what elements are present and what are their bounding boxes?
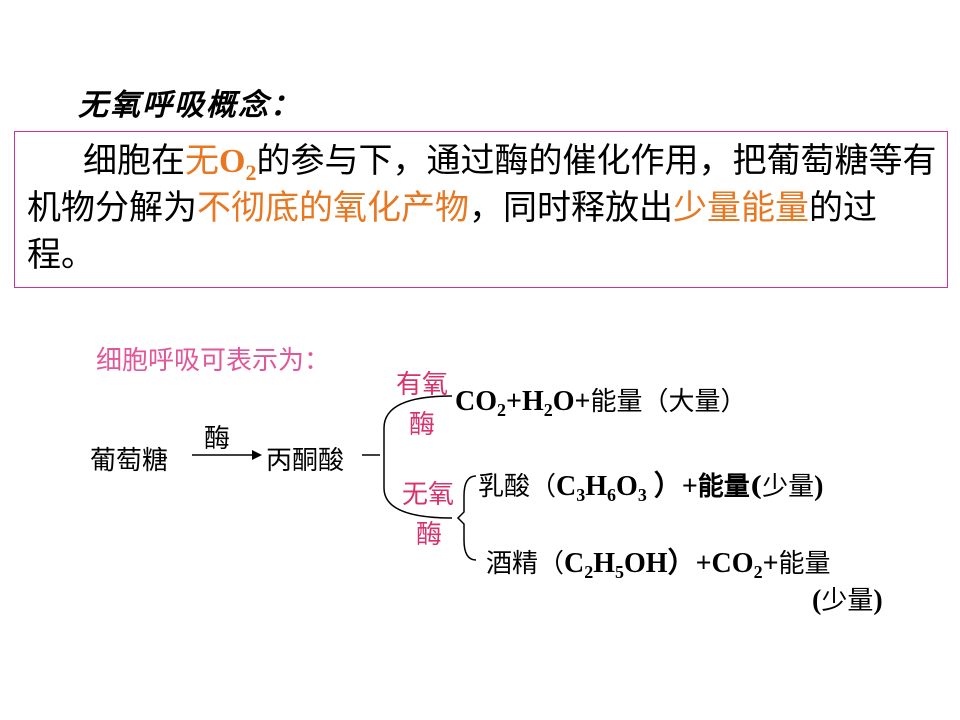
definition-text: 细胞在无O2的参与下，通过酶的催化作用，把葡萄糖等有机物分解为不彻底的氧化产物，… xyxy=(27,141,937,275)
enzyme-label: 酶 xyxy=(204,424,231,454)
anaerobic-enzyme-line2: 酶 xyxy=(416,520,443,550)
concept-title: 无氧呼吸概念： xyxy=(78,88,302,123)
anaerobic-bracket xyxy=(456,475,477,561)
alcohol-product: 酒精（C2H5OH）+CO2+能量 xyxy=(486,548,831,582)
definition-box: 细胞在无O2的参与下，通过酶的催化作用，把葡萄糖等有机物分解为不彻底的氧化产物，… xyxy=(14,131,948,288)
pyruvate-label: 丙酮酸 xyxy=(266,446,345,476)
aerobic-enzyme-line2: 酶 xyxy=(409,410,436,440)
alcohol-energy-amount: (少量) xyxy=(812,585,883,616)
lactic-acid-product: 乳酸（C3H6O3 ）+能量(少量) xyxy=(478,471,824,505)
anaerobic-enzyme-line1: 无氧 xyxy=(402,480,455,510)
aerobic-product: CO2+H2O+能量（大量） xyxy=(455,386,747,420)
glucose-label: 葡萄糖 xyxy=(90,446,169,476)
main-bracket xyxy=(383,395,453,519)
aerobic-enzyme-line1: 有氧 xyxy=(396,370,449,400)
glucose-arrow-head xyxy=(252,450,262,460)
respiration-label: 细胞呼吸可表示为： xyxy=(96,346,331,376)
